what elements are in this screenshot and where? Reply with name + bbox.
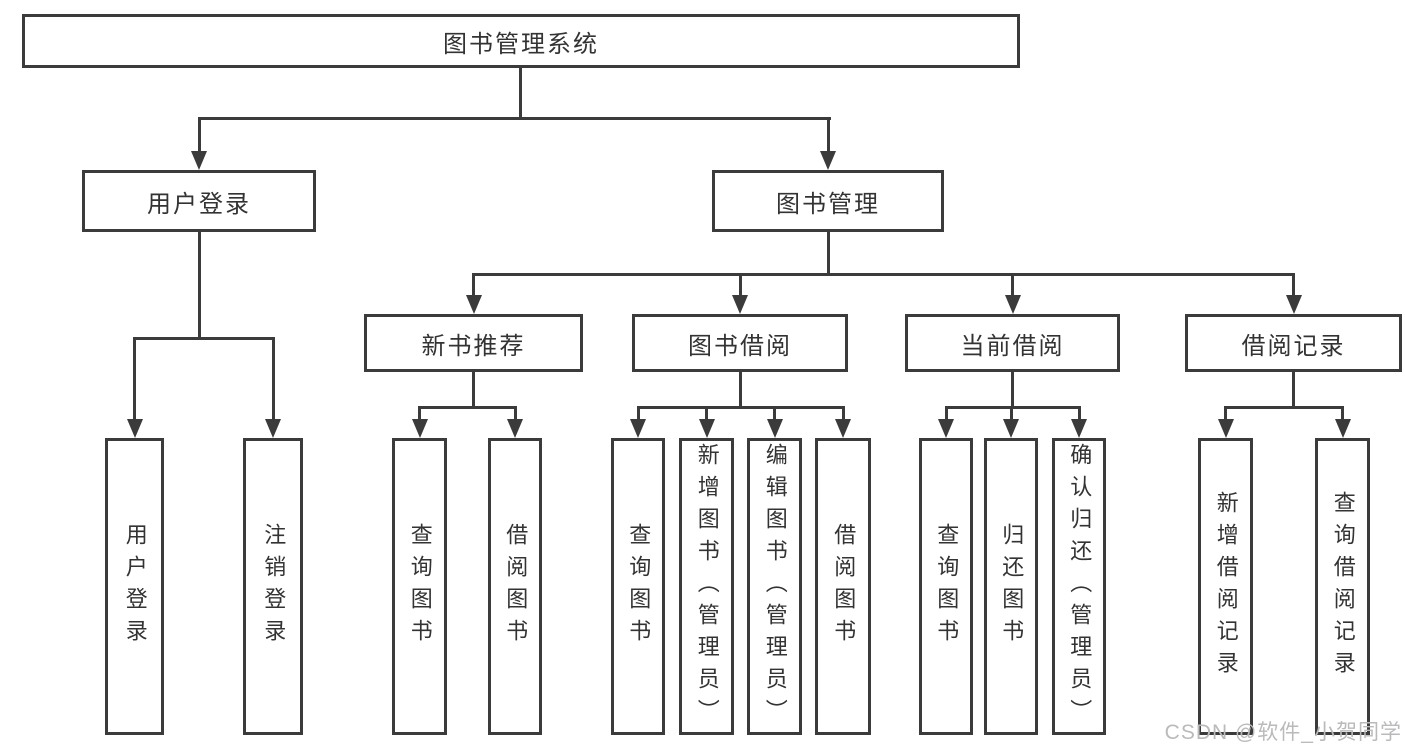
connector-line <box>1224 406 1344 409</box>
node-label: 注销登录 <box>261 522 287 651</box>
arrow-down-icon <box>1005 295 1021 314</box>
arrow-down-icon <box>1286 295 1302 314</box>
connector-line <box>1010 406 1013 419</box>
arrow-down-icon <box>820 151 836 170</box>
connector-line <box>198 232 201 340</box>
node-user-login: 用户登录 <box>82 170 316 232</box>
csdn-watermark: CSDN @软件_小贺同学 <box>1164 721 1402 744</box>
node-label: 归还图书 <box>999 522 1025 651</box>
connector-line <box>198 117 201 151</box>
node-current-borrowing: 当前借阅 <box>905 314 1120 372</box>
node-label: 用户登录 <box>122 522 148 651</box>
connector-line <box>1224 406 1227 419</box>
arrow-down-icon <box>265 419 281 438</box>
node-label: 查询图书 <box>407 522 433 651</box>
connector-line <box>1292 273 1295 295</box>
connector-line <box>1292 372 1295 409</box>
node-label: 新增借阅记录 <box>1213 490 1239 683</box>
connector-line <box>827 117 830 151</box>
leaf-borrow-books-recommend: 借阅图书 <box>488 438 542 735</box>
connector-line <box>272 337 275 419</box>
leaf-query-books-current: 查询图书 <box>919 438 973 735</box>
leaf-confirm-return-admin: 确认归还（管理员） <box>1052 438 1106 735</box>
node-label: 借阅记录 <box>1241 332 1346 360</box>
node-label: 新书推荐 <box>421 332 526 360</box>
node-label: 用户登录 <box>147 190 251 218</box>
arrow-down-icon <box>699 419 715 438</box>
connector-line <box>133 337 275 340</box>
leaf-add-books-admin: 新增图书（管理员） <box>679 438 734 735</box>
arrow-down-icon <box>191 151 207 170</box>
node-label: 借阅图书 <box>503 522 529 651</box>
node-label: 查询图书 <box>934 522 960 651</box>
connector-line <box>773 406 776 419</box>
connector-line <box>637 406 640 419</box>
leaf-add-borrow-record: 新增借阅记录 <box>1198 438 1253 735</box>
connector-line <box>519 68 522 120</box>
node-borrowing-records: 借阅记录 <box>1185 314 1402 372</box>
arrow-down-icon <box>1003 419 1019 438</box>
connector-line <box>198 117 831 120</box>
connector-line <box>739 372 742 409</box>
connector-line <box>945 406 948 419</box>
connector-line <box>418 406 421 419</box>
connector-line <box>472 273 1295 276</box>
leaf-logout: 注销登录 <box>243 438 303 735</box>
leaf-query-borrow-record: 查询借阅记录 <box>1315 438 1370 735</box>
connector-line <box>418 406 517 409</box>
connector-line <box>1011 273 1014 295</box>
leaf-return-books: 归还图书 <box>984 438 1038 735</box>
leaf-query-books-recommend: 查询图书 <box>392 438 447 735</box>
arrow-down-icon <box>938 419 954 438</box>
connector-line <box>705 406 708 419</box>
node-label: 借阅图书 <box>831 522 857 651</box>
leaf-user-login: 用户登录 <box>105 438 164 735</box>
node-label: 图书管理 <box>776 190 880 218</box>
arrow-down-icon <box>1218 419 1234 438</box>
connector-line <box>472 372 475 409</box>
node-label: 编辑图书（管理员） <box>762 442 788 731</box>
node-label: 确认归还（管理员） <box>1067 442 1093 731</box>
leaf-borrow-books-borrowing: 借阅图书 <box>815 438 871 735</box>
arrow-down-icon <box>630 419 646 438</box>
node-label: 当前借阅 <box>960 332 1065 360</box>
connector-line <box>1341 406 1344 419</box>
node-book-management: 图书管理 <box>712 170 944 232</box>
arrow-down-icon <box>507 419 523 438</box>
connector-line <box>827 232 830 276</box>
node-new-book-recommend: 新书推荐 <box>364 314 583 372</box>
node-book-borrowing: 图书借阅 <box>632 314 848 372</box>
arrow-down-icon <box>466 295 482 314</box>
node-label: 图书借阅 <box>688 332 792 360</box>
arrow-down-icon <box>767 419 783 438</box>
arrow-down-icon <box>732 295 748 314</box>
connector-line <box>637 406 845 409</box>
node-library-management-system: 图书管理系统 <box>22 14 1020 68</box>
connector-line <box>1011 372 1014 409</box>
arrow-down-icon <box>127 419 143 438</box>
connector-line <box>472 273 475 295</box>
arrow-down-icon <box>1335 419 1351 438</box>
connector-line <box>514 406 517 419</box>
arrow-down-icon <box>1071 419 1087 438</box>
connector-line <box>842 406 845 419</box>
node-label: 查询图书 <box>626 522 652 651</box>
arrow-down-icon <box>835 419 851 438</box>
leaf-edit-books-admin: 编辑图书（管理员） <box>747 438 802 735</box>
leaf-query-books-borrowing: 查询图书 <box>611 438 665 735</box>
connector-line <box>1078 406 1081 419</box>
connector-line <box>133 337 136 419</box>
arrow-down-icon <box>412 419 428 438</box>
node-label: 图书管理系统 <box>443 30 599 58</box>
node-label: 查询借阅记录 <box>1330 490 1356 683</box>
connector-line <box>945 406 1081 409</box>
connector-line <box>739 273 742 295</box>
node-label: 新增图书（管理员） <box>694 442 720 731</box>
